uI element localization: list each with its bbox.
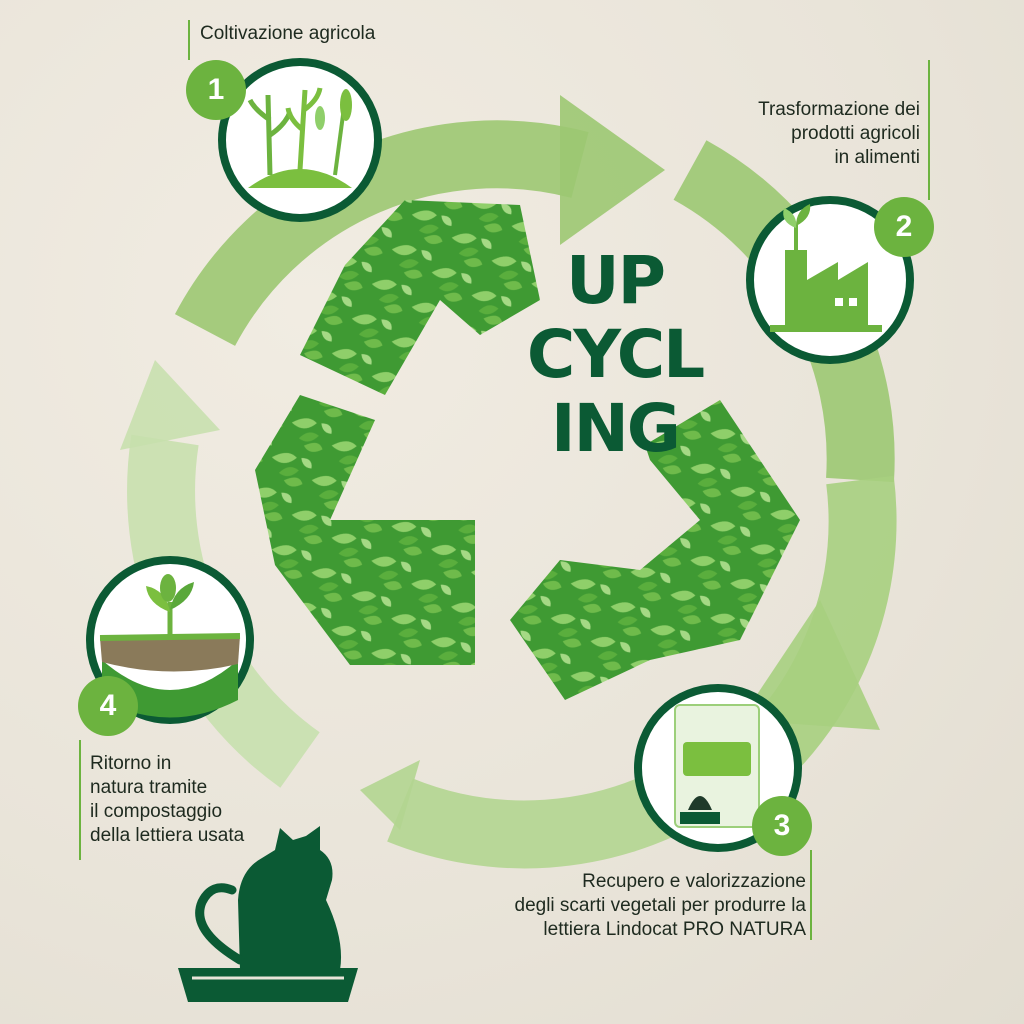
step-4-label-rule xyxy=(79,740,81,860)
title-line-1: UP xyxy=(566,242,666,319)
ring-arrowhead-right xyxy=(740,600,880,730)
recycle-arrow-top xyxy=(300,200,540,395)
step-1-badge: 1 xyxy=(186,60,246,120)
cat-litter-box-icon xyxy=(178,826,358,1002)
ring-arrowhead-bottom xyxy=(360,760,420,830)
step-2-label-rule xyxy=(928,60,930,200)
step-2-label-line: in alimenti xyxy=(834,147,920,168)
title-line-3: ING xyxy=(551,390,681,467)
step-4-label-line: Ritorno in xyxy=(90,753,172,774)
step-4-badge: 4 xyxy=(78,676,138,736)
recycle-arrow-left xyxy=(255,395,475,665)
step-2-badge: 2 xyxy=(874,197,934,257)
step-3-label: Recupero e valorizzazione degli scarti v… xyxy=(515,870,807,942)
step-3-label-rule xyxy=(810,850,812,940)
step-4-label-line: della lettiera usata xyxy=(90,825,245,846)
step-2-label-line: Trasformazione dei xyxy=(758,99,920,120)
litter-bag-icon xyxy=(674,704,760,828)
step-3-label-line: lettiera Lindocat PRO NATURA xyxy=(543,919,806,940)
step-1-label-line: Coltivazione agricola xyxy=(200,23,376,44)
step-1-label: Coltivazione agricola xyxy=(200,22,375,46)
step-2-label: Trasformazione dei prodotti agricoli in … xyxy=(758,98,920,170)
step-3-label-line: degli scarti vegetali per produrre la xyxy=(514,895,807,916)
step-1-illustration xyxy=(218,58,382,222)
step-4-label-line: il compostaggio xyxy=(90,801,223,822)
upcycling-title: UP CYCL ING xyxy=(505,244,725,466)
factory-icon xyxy=(770,204,882,332)
crops-icon xyxy=(247,87,352,188)
step-3-label-line: Recupero e valorizzazione xyxy=(582,871,806,892)
step-1-label-rule xyxy=(188,20,190,60)
step-4-label: Ritorno in natura tramite il compostaggi… xyxy=(90,752,244,848)
step-2-label-line: prodotti agricoli xyxy=(791,123,920,144)
ring-arrowhead-left xyxy=(120,360,220,450)
recycle-arrow-right xyxy=(510,400,800,700)
recycle-leaf-symbol xyxy=(255,200,800,700)
step-4-label-line: natura tramite xyxy=(90,777,208,798)
step-3-badge: 3 xyxy=(752,796,812,856)
ring-arrowhead-top xyxy=(560,95,665,245)
step-2-illustration xyxy=(746,196,914,364)
title-line-2: CYCL xyxy=(526,316,705,393)
